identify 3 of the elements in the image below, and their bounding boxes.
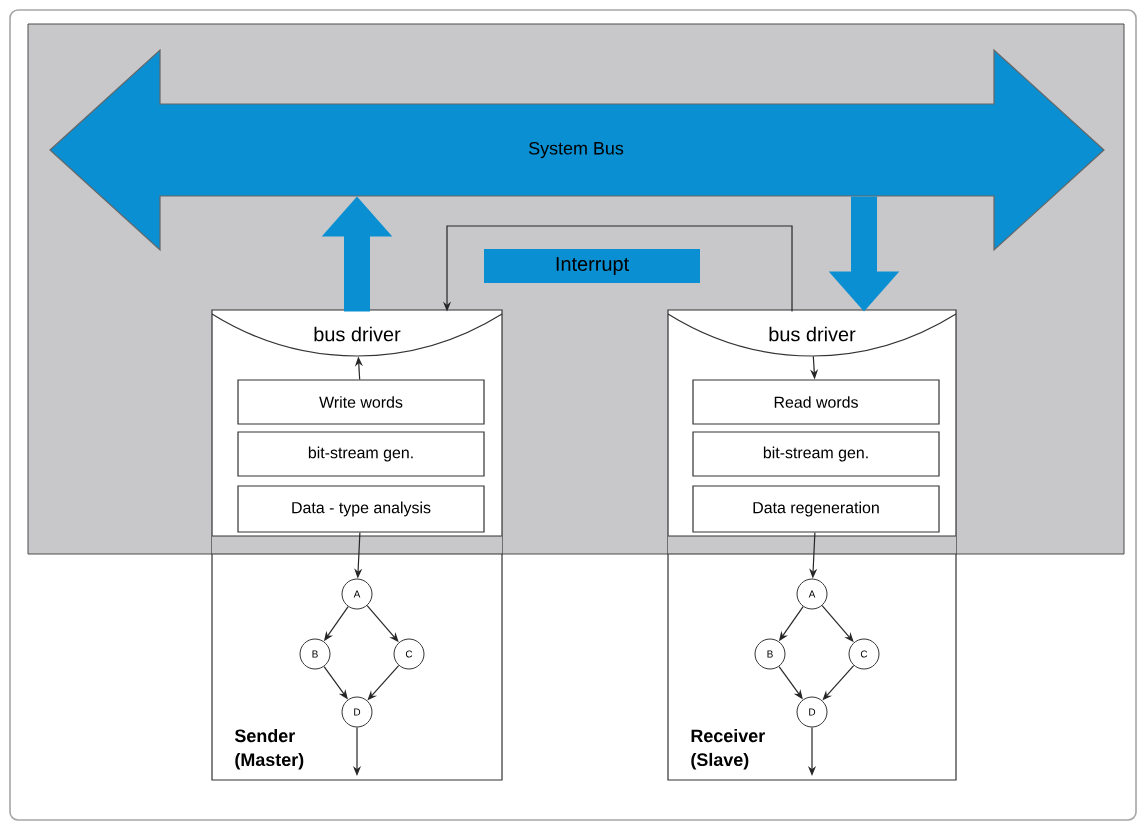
bus-driver: bus driver — [211, 313, 503, 357]
bus-driver: bus driver — [667, 313, 957, 357]
edge-label: Interrupt — [484, 249, 700, 283]
